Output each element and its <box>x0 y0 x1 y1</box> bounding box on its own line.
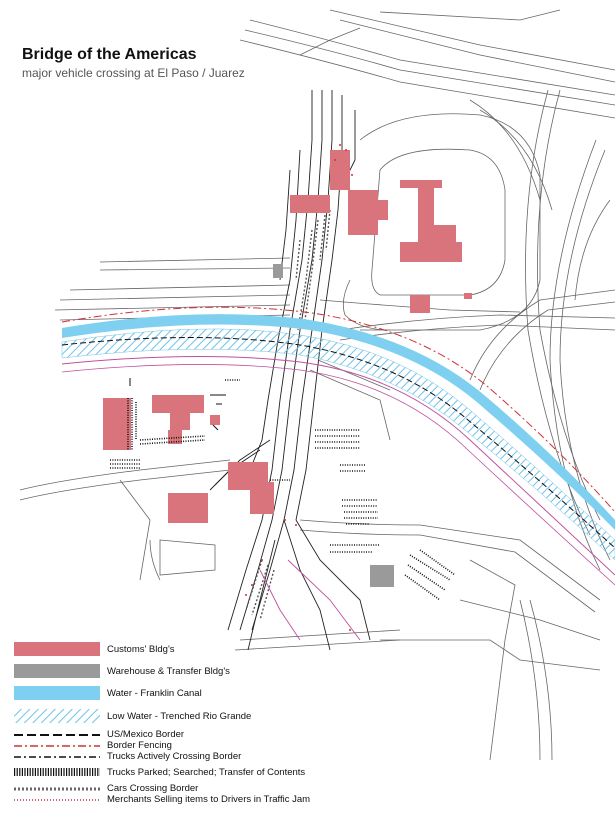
parked-trucks <box>110 378 456 601</box>
legend-label-merchants: Merchants Selling items to Drivers in Tr… <box>107 794 311 805</box>
low-water-swatch <box>14 709 100 723</box>
customs-swatch <box>14 642 100 656</box>
customs-building <box>400 180 442 188</box>
customs-building <box>432 225 456 245</box>
customs-building <box>400 242 462 262</box>
customs-building <box>418 185 434 245</box>
customs-building <box>330 150 350 190</box>
customs-building <box>168 430 182 444</box>
water-swatch <box>14 686 100 700</box>
legend-label-cars: Cars Crossing Border <box>107 783 199 794</box>
legend-label-customs: Customs' Bldg's <box>107 644 175 655</box>
warehouse-buildings <box>273 264 394 587</box>
customs-building <box>168 493 208 523</box>
customs-building <box>464 293 472 299</box>
customs-buildings <box>103 150 472 523</box>
map-title: Bridge of the Americas <box>22 46 197 63</box>
franklin-canal <box>62 314 615 530</box>
customs-building <box>378 200 388 220</box>
customs-building <box>410 295 430 313</box>
legend-label-trucks-parked: Trucks Parked; Searched; Transfer of Con… <box>107 767 306 778</box>
merchants-dots <box>245 144 353 631</box>
customs-building <box>210 415 220 425</box>
customs-building <box>103 398 131 450</box>
legend-label-trucks-crossing: Trucks Actively Crossing Border <box>107 751 242 762</box>
trucks-crossing-lines <box>259 559 361 641</box>
map-subtitle: major vehicle crossing at El Paso / Juar… <box>22 66 245 80</box>
border-lines <box>61 306 615 586</box>
legend-label-water: Water - Franklin Canal <box>107 688 202 699</box>
car-crossing-dashes <box>245 209 331 621</box>
customs-building <box>348 190 378 235</box>
warehouse-swatch <box>14 664 100 678</box>
legend-label-warehouse: Warehouse & Transfer Bldg's <box>107 666 230 677</box>
legend-label-fence: Border Fencing <box>107 740 172 751</box>
title-block: Bridge of the Americas major vehicle cro… <box>22 46 245 80</box>
legend-label-low-water: Low Water - Trenched Rio Grande <box>107 711 252 722</box>
warehouse-building <box>273 264 283 278</box>
customs-building <box>250 482 274 514</box>
customs-building <box>152 395 204 413</box>
legend-swatches <box>14 642 100 801</box>
customs-building <box>170 412 190 430</box>
legend-label-border: US/Mexico Border <box>107 729 185 740</box>
warehouse-building <box>370 565 394 587</box>
customs-building <box>290 195 330 213</box>
road-network <box>19 9 615 761</box>
